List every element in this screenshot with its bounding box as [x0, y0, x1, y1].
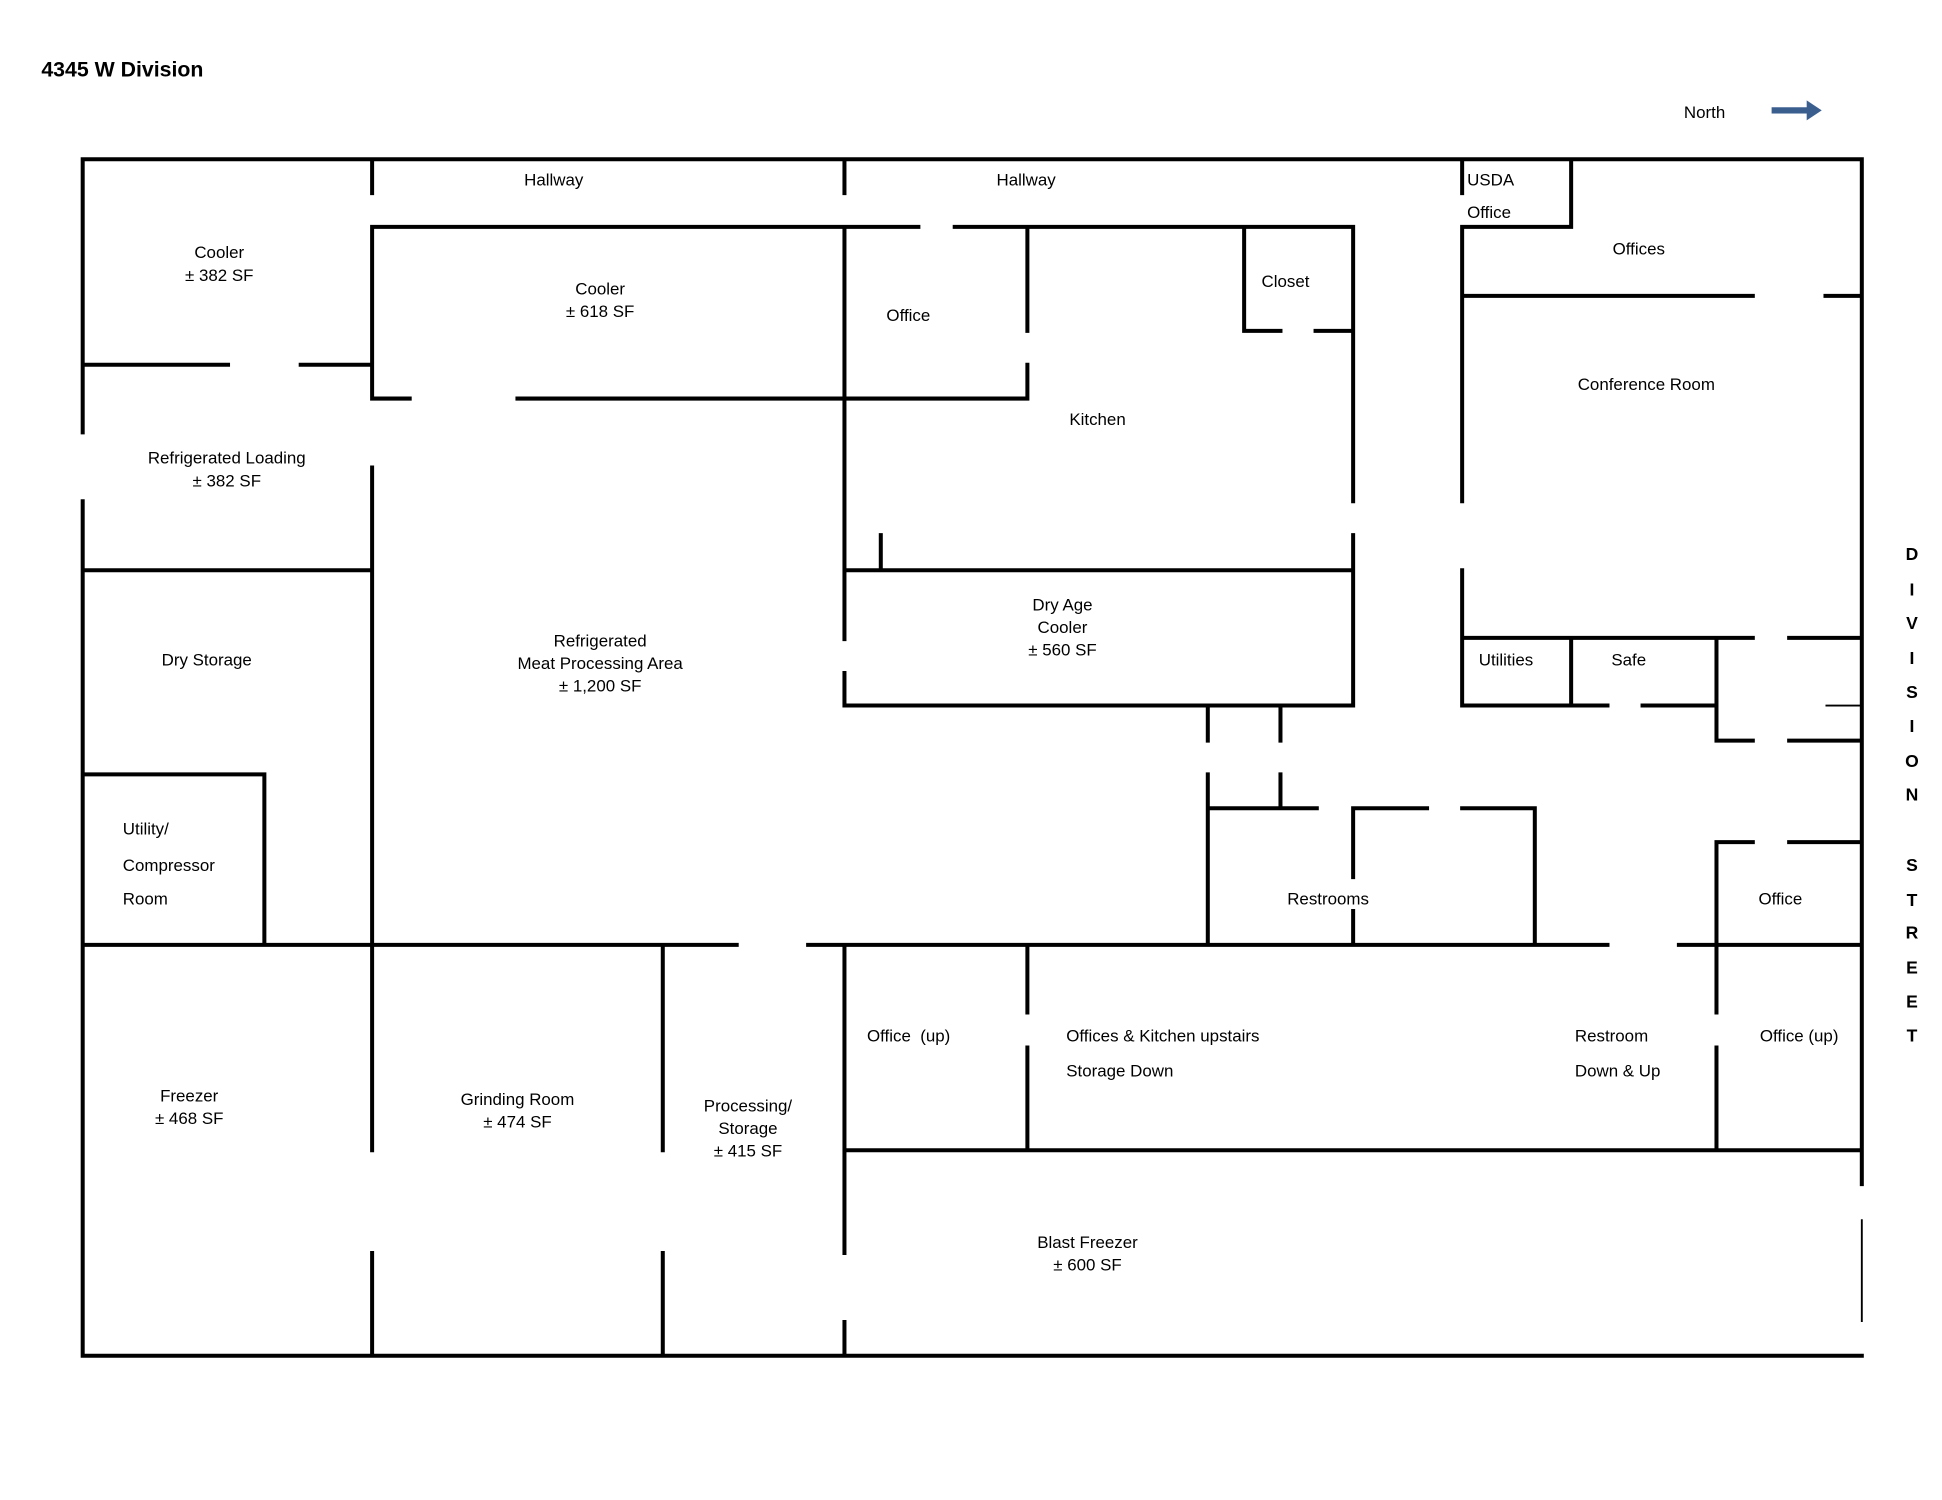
label-meat-processing: Meat Processing Area: [517, 654, 683, 673]
label-restroom-floors: Down & Up: [1575, 1061, 1661, 1080]
label-blast-freezer-area: ± 600 SF: [1053, 1256, 1121, 1275]
label-blast-freezer: Blast Freezer: [1037, 1233, 1138, 1252]
label-usda: USDA: [1467, 171, 1515, 190]
label-cooler-area: ± 618 SF: [566, 302, 634, 321]
street-letter: S: [1906, 855, 1918, 875]
label-meat-processing: Refrigerated: [554, 632, 647, 651]
street-letter: E: [1906, 958, 1918, 978]
label-hallway: Hallway: [997, 171, 1057, 190]
label-loading-area: ± 382 SF: [193, 471, 261, 490]
street-letter: E: [1906, 991, 1918, 1011]
label-cooler: Cooler: [194, 243, 244, 262]
label-closet: Closet: [1262, 272, 1310, 291]
label-processing: Processing/: [704, 1096, 793, 1115]
label-dry-age-area: ± 560 SF: [1028, 640, 1096, 659]
label-utility: Utility/: [123, 820, 169, 839]
label-dry-age: Dry Age: [1032, 595, 1092, 614]
label-processing-area: ± 415 SF: [714, 1142, 782, 1161]
street-letter: T: [1907, 890, 1918, 910]
label-grinding-area: ± 474 SF: [483, 1113, 551, 1132]
label-kitchen: Kitchen: [1069, 410, 1125, 429]
street-letter: D: [1906, 544, 1919, 564]
label-refrigerated-loading: Refrigerated Loading: [148, 449, 306, 468]
walls: [80, 157, 1864, 1358]
label-freezer: Freezer: [160, 1086, 219, 1105]
label-dry-storage: Dry Storage: [162, 650, 252, 669]
street-letter: I: [1909, 716, 1914, 736]
label-offices: Offices: [1613, 239, 1665, 258]
street-letter: I: [1909, 648, 1914, 668]
street-letter: T: [1907, 1025, 1918, 1045]
label-usda-office: Office: [1467, 203, 1511, 222]
street-letter: S: [1906, 682, 1918, 702]
label-meat-area: ± 1,200 SF: [559, 677, 642, 696]
label-office-up: Office (up): [1760, 1026, 1839, 1045]
label-dry-age-cooler: Cooler: [1038, 618, 1088, 637]
label-freezer-area: ± 468 SF: [155, 1109, 223, 1128]
arrow-right-icon: [1771, 100, 1822, 121]
label-office: Office: [1758, 890, 1802, 909]
label-restroom: Restroom: [1575, 1026, 1648, 1045]
label-storage-down: Storage Down: [1066, 1061, 1173, 1080]
street-letter: V: [1906, 613, 1918, 633]
street-letter: N: [1906, 785, 1919, 805]
street-letter: R: [1906, 923, 1919, 943]
page-title: 4345 W Division: [41, 58, 203, 82]
label-hallway: Hallway: [524, 171, 584, 190]
street-label: D I V I S I O N S T R E E T: [1905, 544, 1919, 1045]
label-office: Office: [886, 306, 930, 325]
label-safe: Safe: [1611, 650, 1646, 669]
label-utilities: Utilities: [1479, 650, 1533, 669]
street-letter: I: [1909, 579, 1914, 599]
room-labels: Hallway Hallway USDA Office Offices Cool…: [123, 171, 1839, 1275]
label-grinding-room: Grinding Room: [461, 1090, 575, 1109]
north-label: North: [1684, 103, 1725, 122]
label-storage: Storage: [718, 1119, 777, 1138]
street-letter: O: [1905, 751, 1919, 771]
label-conference-room: Conference Room: [1578, 375, 1715, 394]
label-compressor: Compressor: [123, 856, 215, 875]
label-office-up: Office (up): [867, 1026, 950, 1045]
label-cooler-area: ± 382 SF: [185, 266, 253, 285]
label-restrooms: Restrooms: [1287, 890, 1369, 909]
label-room: Room: [123, 890, 168, 909]
label-cooler: Cooler: [575, 280, 625, 299]
label-offices-kitchen: Offices & Kitchen upstairs: [1066, 1026, 1259, 1045]
